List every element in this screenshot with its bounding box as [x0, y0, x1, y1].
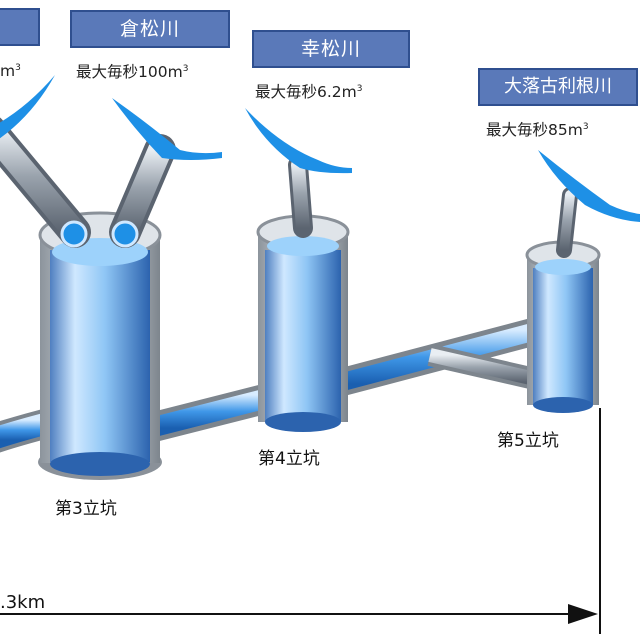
shaft-label-3: 第3立坑 [55, 499, 117, 519]
shaft-3 [38, 211, 162, 480]
distance-label: .3km [0, 592, 46, 613]
shaft-label-5: 第5立坑 [497, 431, 559, 451]
river-name: 倉松川 [119, 18, 180, 40]
river-name: 幸松川 [300, 38, 361, 60]
shaft-5 [525, 240, 601, 413]
river-inflows [0, 75, 640, 222]
river-name: 大落古利根川 [504, 76, 612, 97]
distance-arrow [0, 408, 601, 634]
river-flow-saimatsu: 最大毎秒6.2m3 [255, 83, 363, 101]
river-label-kuramatsu: 倉松川 [70, 10, 230, 48]
river-label-saimatsu: 幸松川 [252, 30, 410, 68]
shaft-label-4: 第4立坑 [258, 449, 320, 469]
intake-pipes [0, 117, 578, 258]
river-flow-oootoshi-furutone: 最大毎秒85m3 [486, 121, 589, 139]
river-label-partial [0, 8, 40, 46]
river-flow-kuramatsu: 最大毎秒100m3 [76, 63, 189, 81]
river-flow-partial: m3 [0, 62, 21, 80]
river-label-oootoshi-furutone: 大落古利根川 [478, 68, 638, 106]
shaft-4 [256, 214, 350, 432]
